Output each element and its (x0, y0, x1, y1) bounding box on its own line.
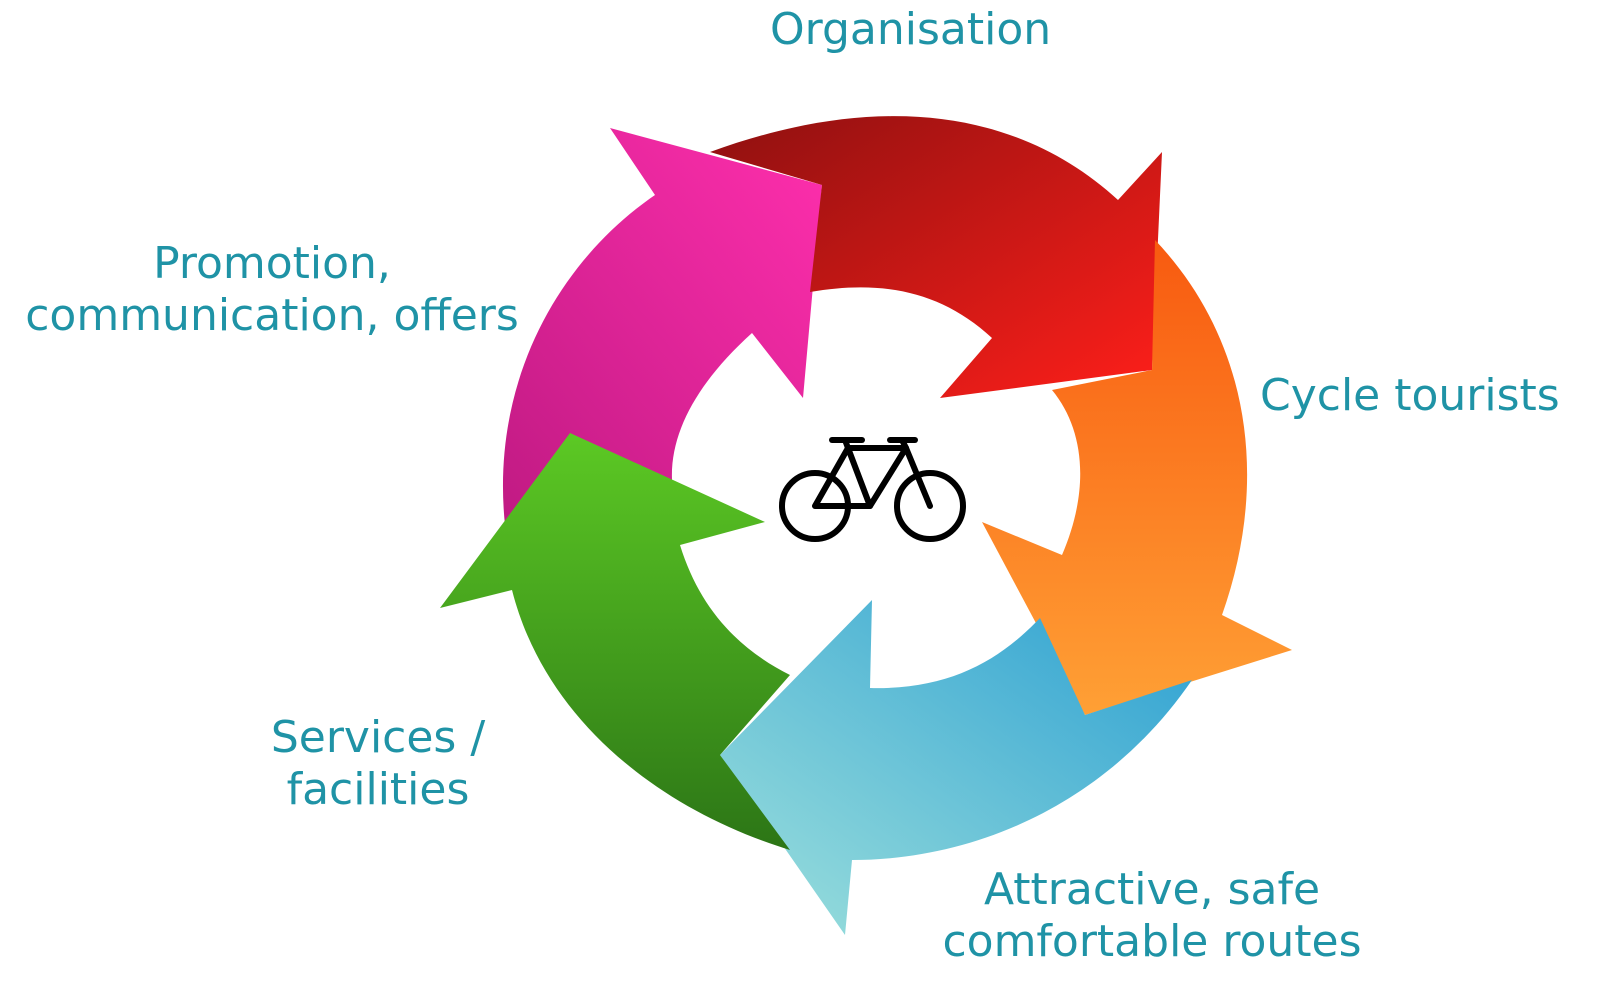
bicycle-icon (779, 437, 966, 542)
label-cycle-tourists: Cycle tourists (1260, 370, 1560, 422)
promotion-arrow (502, 128, 822, 525)
services-arrow (440, 433, 790, 850)
cycle-tourists-arrow (982, 240, 1292, 715)
label-services-line1: Services / (270, 712, 486, 763)
label-routes-line1: Attractive, safe (983, 864, 1321, 915)
label-organisation-text: Organisation (770, 4, 1052, 55)
organisation-arrow (710, 116, 1162, 398)
label-routes-line2: comfortable routes (942, 916, 1362, 967)
label-services: Services / facilities (248, 712, 508, 816)
label-cycle-tourists-text: Cycle tourists (1260, 370, 1560, 421)
label-routes: Attractive, safe comfortable routes (942, 864, 1362, 968)
label-promotion: Promotion, communication, offers (12, 238, 532, 342)
label-organisation: Organisation (770, 4, 1051, 56)
label-promotion-line1: Promotion, (153, 238, 391, 289)
routes-arrow (720, 600, 1192, 935)
label-services-line2: facilities (286, 764, 470, 815)
label-promotion-line2: communication, offers (25, 290, 519, 341)
